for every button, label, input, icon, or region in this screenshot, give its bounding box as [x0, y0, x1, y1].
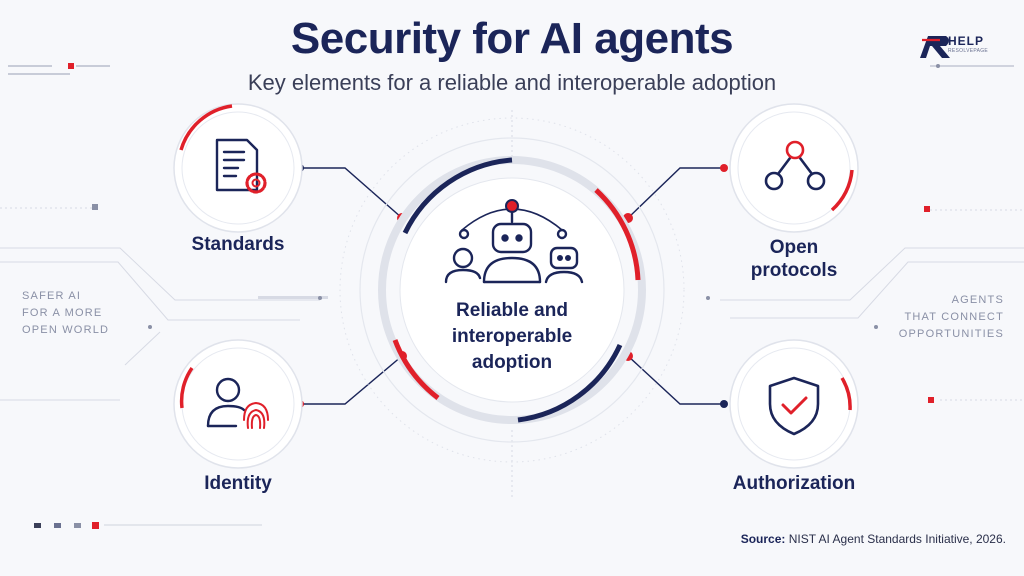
- robot-group-icon: [444, 199, 584, 284]
- network-nodes-icon: [764, 140, 826, 191]
- source-text: NIST AI Agent Standards Initiative, 2026…: [785, 532, 1006, 546]
- center-label-line1: Reliable and: [456, 300, 568, 321]
- page-title: Security for AI agents: [290, 14, 734, 63]
- document-gear-icon: [215, 138, 267, 194]
- left-tagline: SAFER AI FOR A MORE OPEN WORLD: [22, 288, 109, 339]
- logo-name: HELP: [948, 34, 985, 48]
- shield-check-icon: [768, 376, 820, 436]
- user-fingerprint-icon: [206, 377, 269, 429]
- center-label: Reliable and interoperable adoption: [432, 298, 592, 376]
- center-label-line2: interoperable: [451, 326, 573, 347]
- right-tagline: AGENTS THAT CONNECT OPPORTUNITIES: [899, 292, 1004, 343]
- right-tagline-line1: AGENTS: [951, 294, 1004, 306]
- identity-label: Identity: [204, 473, 272, 494]
- page-subtitle: Key elements for a reliable and interope…: [247, 70, 777, 95]
- center-hub: [339, 117, 685, 463]
- authorization-label: Authorization: [732, 473, 856, 494]
- logo-mark: [920, 36, 950, 58]
- right-tagline-line2: THAT CONNECT: [904, 311, 1004, 323]
- right-tagline-line3: OPPORTUNITIES: [898, 328, 1004, 340]
- standards-label: Standards: [191, 234, 285, 255]
- left-tagline-line1: SAFER AI: [22, 290, 82, 302]
- background-circuit-lines: [0, 110, 1024, 500]
- source-label: Source:: [740, 532, 786, 546]
- accent-lines: [8, 63, 1014, 403]
- open-protocols-label-line2: protocols: [750, 260, 838, 281]
- open-protocols-label: Open protocols: [724, 236, 864, 282]
- open-protocols-node: [729, 103, 859, 233]
- left-tagline-line2: FOR A MORE: [22, 307, 103, 319]
- bottom-squares: [34, 522, 262, 529]
- open-protocols-label-line1: Open: [769, 237, 819, 258]
- source-note: Source: NIST AI Agent Standards Initiati…: [741, 532, 1006, 546]
- logo-subtext: RESOLVEPAGE: [948, 48, 989, 54]
- identity-node: [173, 339, 303, 469]
- left-tagline-line3: OPEN WORLD: [22, 324, 110, 336]
- center-label-line3: adoption: [471, 352, 553, 373]
- connector-lines: [300, 167, 724, 405]
- authorization-node: [729, 339, 859, 469]
